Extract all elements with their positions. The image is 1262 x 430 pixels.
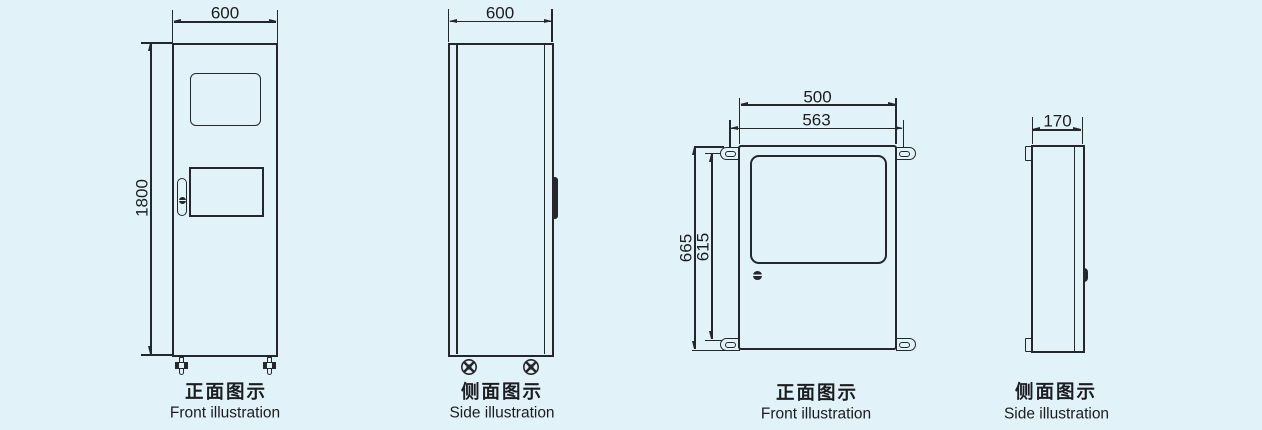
- dimension-label-width: 600: [210, 3, 240, 23]
- arrowhead-right-icon: [543, 18, 552, 23]
- arrowhead-up-icon: [709, 153, 714, 162]
- dimension-line: [174, 21, 276, 23]
- arrowhead-down-icon: [692, 340, 697, 349]
- dimension-label-overall-height: 665: [676, 233, 696, 262]
- extension-line: [902, 120, 904, 150]
- door-handle: [176, 177, 187, 216]
- extension-line: [692, 349, 738, 351]
- dimension-label-mount-height: 615: [693, 232, 712, 262]
- dimension-line: [740, 104, 895, 106]
- dimension-label-depth: 170: [1043, 111, 1072, 131]
- dimension-line: [730, 127, 902, 130]
- arrowhead-right-icon: [894, 125, 903, 130]
- dimension-line: [711, 154, 713, 339]
- extension-line: [141, 42, 172, 44]
- lower-window: [189, 166, 264, 217]
- extension-line: [1082, 117, 1084, 144]
- dimension-label-body-width: 500: [803, 87, 832, 106]
- arrowhead-left-icon: [730, 125, 739, 130]
- arrowhead-left-icon: [739, 102, 748, 107]
- dimension-line: [1033, 129, 1081, 131]
- dimension-label-mount-width: 563: [802, 110, 831, 129]
- caster-wheel-icon: [523, 359, 539, 375]
- extension-line: [694, 146, 724, 148]
- dimension-line: [694, 148, 696, 349]
- arrowhead-left-icon: [1032, 127, 1041, 132]
- caster-wheel-icon: [460, 359, 477, 375]
- arrowhead-left-icon: [172, 19, 181, 24]
- mounting-slot: [899, 150, 911, 157]
- arrowhead-left-icon: [448, 18, 457, 23]
- arrowhead-right-icon: [1073, 127, 1082, 132]
- side-handle: [551, 176, 558, 219]
- extension-line: [729, 120, 731, 150]
- caption-zh: 正面图示: [775, 381, 859, 403]
- caption-zh: 侧面图示: [460, 380, 544, 402]
- arrowhead-down-icon: [709, 331, 714, 339]
- panel-seam-line: [456, 45, 458, 354]
- dimension-line: [449, 20, 551, 23]
- extension-line: [704, 339, 723, 341]
- box-side-body: [1031, 145, 1085, 354]
- door-lock-icon: [753, 271, 762, 280]
- arrowhead-right-icon: [887, 102, 896, 107]
- cabinet-side-body: [447, 42, 554, 357]
- mounting-slot: [899, 341, 911, 348]
- extension-line: [172, 10, 174, 43]
- extension-line: [895, 98, 897, 144]
- arrowhead-right-icon: [268, 19, 277, 24]
- extension-line: [551, 9, 553, 42]
- caption-zh: 正面图示: [184, 380, 268, 402]
- door-face-line: [1073, 146, 1075, 352]
- caption-en: Side illustration: [1003, 404, 1110, 422]
- extension-line: [738, 98, 741, 144]
- dimension-label-height: 1800: [132, 178, 151, 217]
- mounting-slot: [724, 150, 736, 157]
- caption-en: Front illustration: [169, 404, 281, 422]
- caption-zh: 侧面图示: [1014, 380, 1098, 402]
- arrowhead-up-icon: [692, 147, 697, 155]
- extension-line: [447, 9, 450, 42]
- dimension-label-depth: 600: [485, 3, 515, 22]
- door-face-line: [544, 45, 546, 354]
- extension-line: [141, 354, 172, 356]
- arrowhead-up-icon: [148, 43, 153, 52]
- extension-line: [276, 10, 278, 43]
- arrowhead-down-icon: [148, 345, 153, 354]
- door-window: [749, 154, 888, 265]
- mounting-slot: [724, 341, 736, 348]
- upper-window: [190, 72, 261, 126]
- dimension-line: [150, 44, 152, 354]
- extension-line: [704, 152, 723, 155]
- caption-en: Front illustration: [760, 405, 872, 423]
- door-lock-icon: [178, 196, 186, 204]
- side-handle: [1083, 268, 1089, 282]
- caption-en: Side illustration: [449, 404, 555, 422]
